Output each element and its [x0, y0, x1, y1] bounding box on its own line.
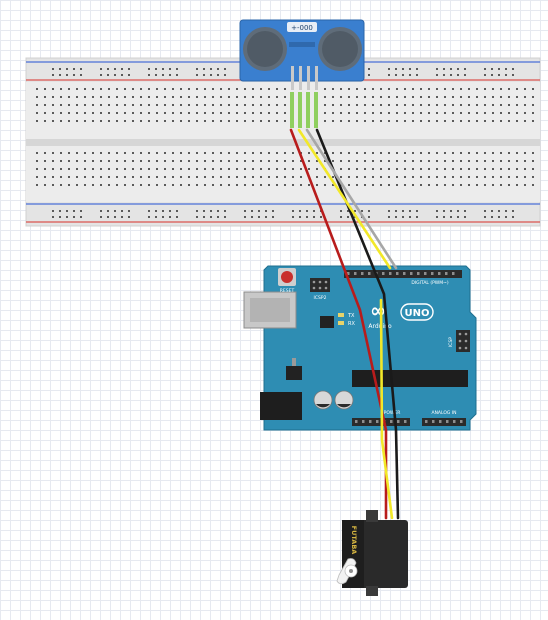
sensor-pin-echo: [307, 66, 310, 90]
servo-motor: FUTABA: [336, 510, 408, 596]
icsp-header: [456, 330, 470, 352]
breadboard-holes: [36, 68, 534, 218]
servo-horn: [336, 558, 358, 585]
icsp2-label: ICSP2: [314, 295, 327, 301]
sensor-pin-trig: [299, 66, 302, 90]
analog-header: [422, 418, 466, 426]
wire-signal-yellow: [379, 298, 394, 520]
sensor-brand-label: +-000: [291, 24, 313, 32]
servo-brand-label: FUTABA: [350, 526, 358, 555]
wire-gnd-black: [315, 128, 400, 520]
reset-label: RESET: [280, 288, 295, 294]
voltage-regulator: [286, 366, 302, 380]
power-label: POWER: [384, 410, 401, 416]
digital-label: DIGITAL (PWM~): [411, 280, 449, 286]
sensor-crystal: [287, 22, 317, 32]
usb-chip: [320, 316, 334, 328]
ultrasonic-sensor: +-000: [239, 19, 365, 90]
atmega-chip: [352, 370, 468, 387]
breadboard-center-channel: [26, 139, 540, 146]
power-jack: [260, 392, 302, 420]
icsp2-header: [310, 278, 330, 292]
servo-bottom-tab: [366, 586, 378, 596]
breadboard: [25, 57, 541, 227]
icsp-label: ICSP: [448, 337, 454, 347]
uno-label: UNO: [405, 308, 430, 319]
wires: [289, 128, 400, 520]
tx-label: TX: [347, 313, 355, 319]
uno-badge: [400, 303, 434, 321]
rx-label: RX: [348, 321, 355, 327]
servo-top-tab: [366, 510, 378, 522]
wire-echo-gray: [305, 128, 398, 270]
breadboard-column-highlights: [290, 92, 318, 128]
analog-label: ANALOG IN: [431, 410, 456, 416]
sensor-pin-gnd: [315, 66, 318, 90]
sensor-pin-vcc: [291, 66, 294, 90]
arduino-uno-board: RESET ICSP2 DIGITAL (PWM~) TX RX ∞ Ardui…: [243, 265, 477, 431]
wire-trig-yellow: [297, 128, 392, 270]
